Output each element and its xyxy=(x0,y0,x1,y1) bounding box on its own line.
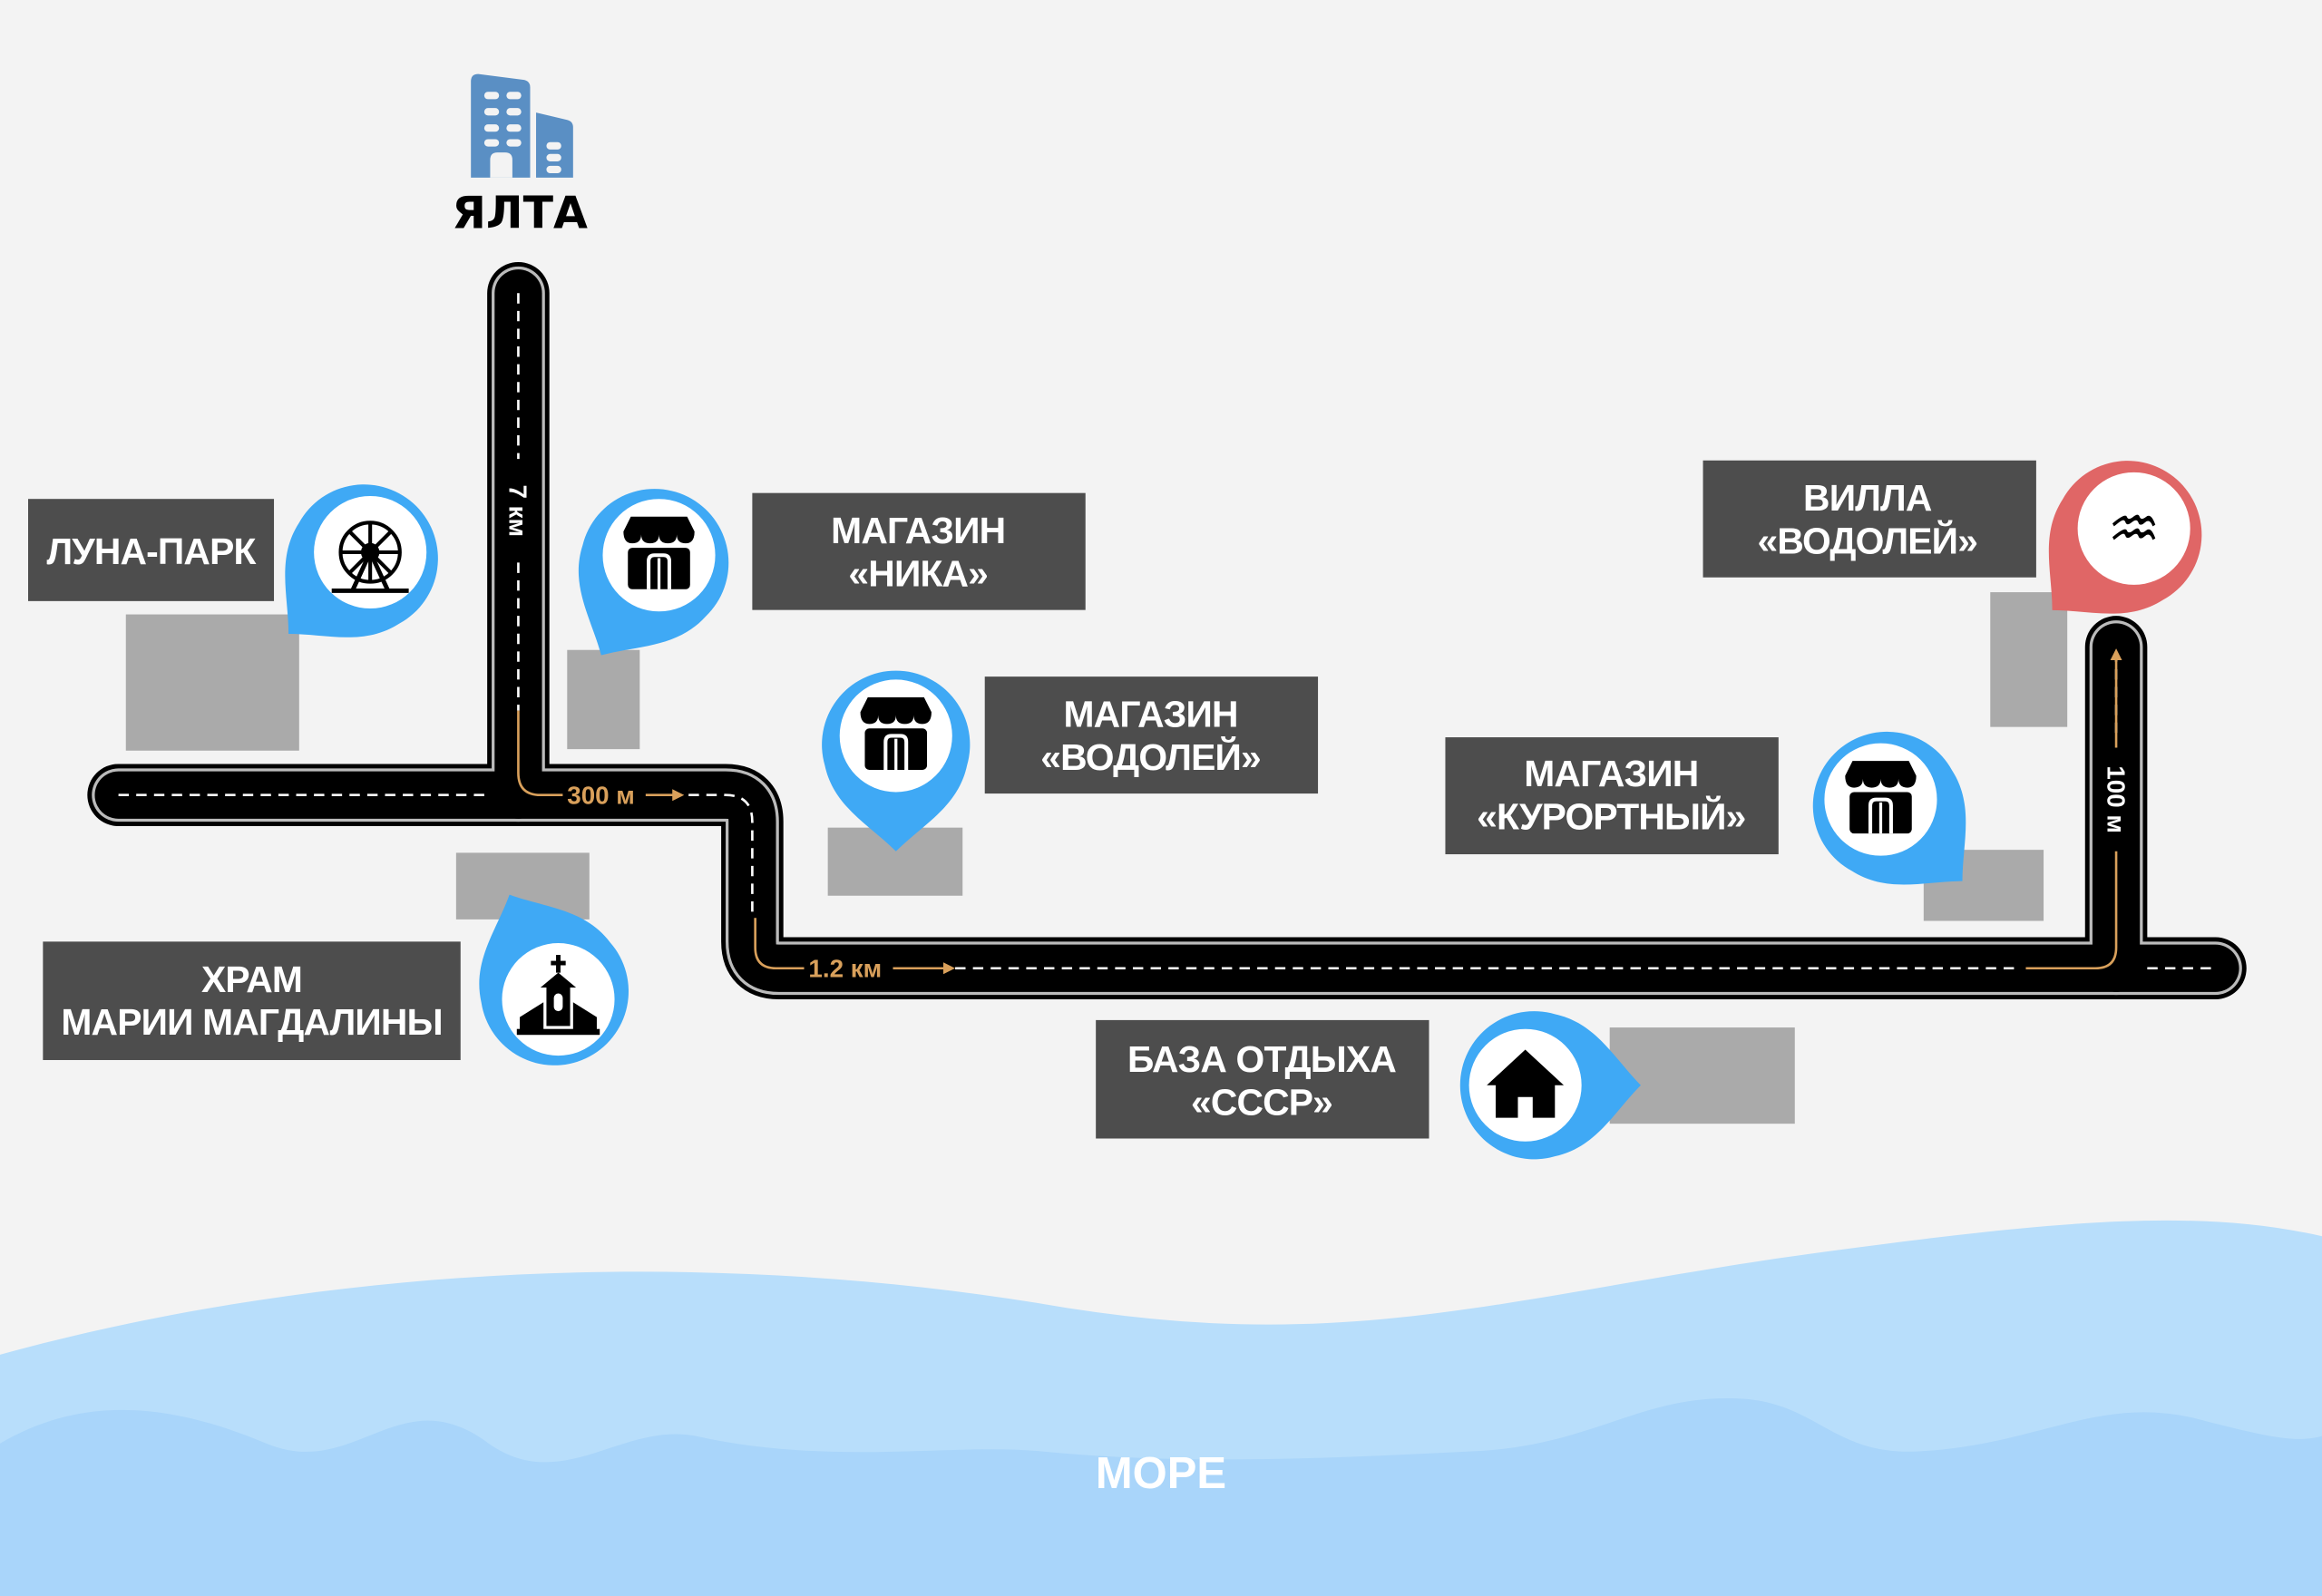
label-text: МАГАЗИН xyxy=(1524,753,1698,794)
aquarius-icon: ♒ xyxy=(2107,495,2161,564)
label-shop-kurortny: МАГАЗИН «КУРОРТНЫЙ» xyxy=(1445,737,1779,855)
distance-300m: 300 м xyxy=(567,782,635,810)
label-text: «НИКА» xyxy=(848,553,988,595)
shop-icon xyxy=(1845,761,1916,833)
pin-church[interactable] xyxy=(442,863,653,1090)
label-text: «СССР» xyxy=(1191,1081,1332,1123)
pin-shop-nika[interactable] xyxy=(537,462,756,693)
pin-base[interactable] xyxy=(1459,1011,1641,1160)
distance-100m: 100 м xyxy=(2102,765,2130,833)
label-text: ХРАМ xyxy=(201,959,302,1000)
label-base: БАЗА ОТДЫХА «СССР» xyxy=(1096,1019,1429,1139)
buildings xyxy=(125,592,2068,1124)
label-shop-nika: МАГАЗИН «НИКА» xyxy=(752,492,1086,610)
label-shop-vodoley: МАГАЗИН «ВОДОЛЕЙ» xyxy=(984,676,1319,794)
ferris-wheel-icon xyxy=(331,521,409,593)
city-name: ЯЛТА xyxy=(452,187,588,238)
label-text: МАГАЗИН xyxy=(1064,694,1238,735)
building-block xyxy=(567,649,640,750)
pin-villa[interactable]: ♒ xyxy=(1999,430,2233,663)
label-text: МАГАЗИН xyxy=(831,510,1005,551)
building-block xyxy=(1609,1027,1795,1124)
house-icon xyxy=(1487,1049,1565,1118)
label-text: ВИЛЛА xyxy=(1803,477,1932,519)
city-marker: ЯЛТА xyxy=(452,73,588,238)
label-text: ЛУНА-ПАРК xyxy=(46,530,256,572)
label-text: «ВОДОЛЕЙ» xyxy=(1040,736,1261,778)
church-icon xyxy=(516,955,600,1036)
shop-icon xyxy=(861,697,932,770)
building-block xyxy=(1990,592,2068,727)
building-block xyxy=(125,614,299,751)
label-text: МАРИИ МАГДАЛИНЫ xyxy=(61,1001,442,1043)
label-villa: ВИЛЛА «ВОДОЛЕЙ» xyxy=(1702,460,2036,578)
label-text: «ВОДОЛЕЙ» xyxy=(1757,521,1977,562)
label-text: «КУРОРТНЫЙ» xyxy=(1477,795,1745,837)
pin-shop-kurortny[interactable] xyxy=(1781,701,2015,934)
shop-icon xyxy=(623,517,694,589)
city-buildings-icon xyxy=(471,73,573,178)
pin-luna-park[interactable] xyxy=(236,453,469,686)
distance-markers xyxy=(517,648,2122,975)
sea: МОРЕ xyxy=(0,1220,2322,1596)
pin-shop-vodoley[interactable] xyxy=(822,670,971,852)
label-church: ХРАМ МАРИИ МАГДАЛИНЫ xyxy=(43,941,461,1060)
label-text: БАЗА ОТДЫХА xyxy=(1127,1038,1396,1080)
sea-label: МОРЕ xyxy=(1096,1449,1226,1498)
label-luna-park: ЛУНА-ПАРК xyxy=(28,499,275,601)
distance-7km: 7 км xyxy=(504,484,532,537)
distance-1-2km: 1.2 км xyxy=(808,955,882,983)
